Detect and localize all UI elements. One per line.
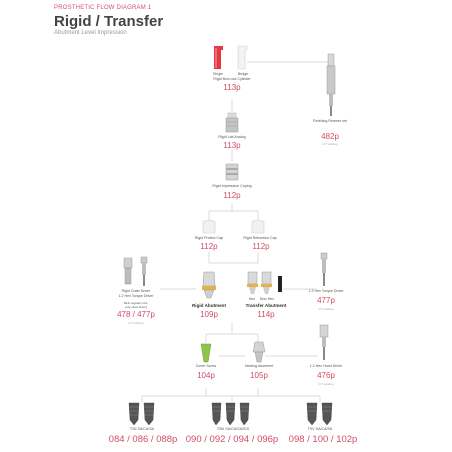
outer-driver-catalog: KIT catalog	[128, 321, 144, 325]
impression-coping-icon	[225, 163, 239, 181]
protect-cap-label: Rigid Protect Cap	[194, 236, 224, 240]
hex-torque-driver-right-icon	[320, 252, 328, 286]
outer-driver-label: Rigid Outer Driver	[121, 289, 151, 293]
retraction-cap-page: 112p	[252, 242, 270, 251]
finishing-reamer-label: Finishing Reamer set	[313, 119, 347, 123]
finishing-reamer-page: 482p	[321, 132, 339, 141]
transfer-abutment-icons	[247, 271, 282, 294]
burnout-cylinder-icons	[214, 45, 248, 70]
implant-tsv-pages: 098 / 100 / 102p	[288, 434, 358, 445]
protect-cap-page: 112p	[200, 242, 218, 251]
implant-tsiii-icons	[211, 402, 250, 426]
retraction-cap-label: Rigid Retraction Cap	[243, 236, 277, 240]
hex-hand-driver-icon	[319, 324, 329, 360]
transfer-nonhex-label: Non-Hex	[259, 297, 275, 301]
burnout-bridge-icon	[237, 45, 248, 70]
outer-driver-icons	[123, 256, 148, 286]
hand-driver-page: 476p	[317, 371, 335, 380]
torque-driver-page: 477p	[317, 296, 335, 305]
hand-driver-catalog: KIT catalog	[318, 382, 334, 386]
implant-tsii-icons	[128, 402, 155, 426]
implant-tsv-icons	[306, 402, 333, 426]
impression-coping-page: 112p	[223, 191, 241, 200]
implant-tsv-label: TSV SA/CA/SA	[307, 427, 333, 431]
transfer-screw-icon	[278, 276, 282, 292]
transfer-hex-label: Hex	[248, 297, 256, 301]
lab-analog-label: Rigid Lab Analog	[218, 135, 246, 139]
lab-analog-page: 113p	[223, 141, 241, 150]
transfer-abutment-label: Transfer Abutment	[245, 303, 287, 308]
impression-coping-label: Rigid Impression Coping	[212, 184, 252, 188]
outer-driver-label-2: 1.2 Hex Torque Driver	[118, 294, 154, 298]
rigid-abutment-label: Rigid Abutment	[191, 303, 227, 308]
transfer-nonhex-icon	[261, 271, 272, 294]
cover-screw-label: Cover Screw	[195, 364, 217, 368]
page-subtitle: Abutment Level Impression	[54, 30, 127, 36]
burnout-single-icon	[214, 46, 223, 69]
implant-tsii-pages: 084 / 086 / 088p	[108, 434, 178, 445]
implant-tsiii-label: TSIII SA/CA/SA/SOI	[216, 427, 250, 431]
rigid-outer-driver-icon	[123, 257, 133, 285]
hex-torque-driver-icon	[140, 256, 148, 286]
cover-screw-icon	[200, 343, 212, 363]
rigid-abutment-page: 109p	[200, 310, 218, 319]
outer-driver-page: 478 / 477p	[117, 310, 155, 319]
outer-driver-note: MHL regular(+4.0,	[123, 301, 149, 305]
burnout-bridge-label: Bridge	[237, 72, 249, 76]
retraction-cap-icon	[251, 219, 265, 234]
healing-abutment-label: Healing Abutment	[244, 364, 274, 368]
torque-driver-label: 1.2 Hex Torque Driver	[308, 289, 344, 293]
rigid-abutment-icon	[202, 271, 216, 299]
healing-abutment-icon	[252, 341, 266, 363]
implant-tsii-label: TSII SA/CA/SA	[129, 427, 155, 431]
burnout-page: 113p	[223, 83, 241, 92]
finishing-reamer-icon	[326, 53, 336, 116]
outer-driver-note-2: only clear driver)	[124, 305, 148, 309]
implant-tsiii-pages: 090 / 092 / 094 / 096p	[185, 434, 279, 445]
hand-driver-label: 1.2 Hex Hand Driver	[309, 364, 343, 368]
protect-cap-icon	[202, 219, 216, 234]
healing-abutment-page: 105p	[250, 371, 268, 380]
page-title: Rigid / Transfer	[54, 13, 164, 30]
burnout-label: Rigid Burn-out Cylinder	[213, 77, 251, 81]
burnout-single-label: Single	[213, 72, 223, 76]
transfer-hex-icon	[247, 271, 258, 294]
lab-analog-icon	[225, 112, 239, 133]
finishing-reamer-catalog: KIT catalog	[322, 142, 338, 146]
diagram-kicker: PROSTHETIC FLOW DIAGRAM 1	[54, 5, 152, 11]
torque-driver-catalog: KIT catalog	[318, 307, 334, 311]
cover-screw-page: 104p	[197, 371, 215, 380]
transfer-abutment-page: 114p	[257, 310, 275, 319]
